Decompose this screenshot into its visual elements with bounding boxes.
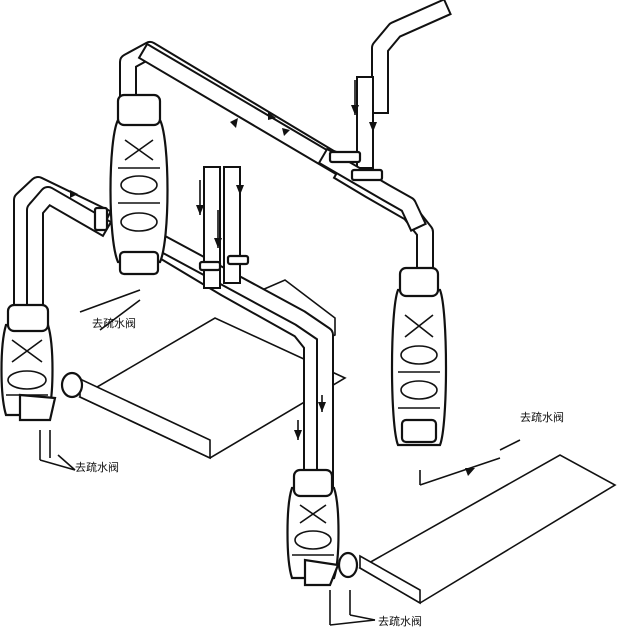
- pipe-flanges: [93, 150, 384, 272]
- drain-valve-label-1: 去疏水阀: [92, 317, 136, 330]
- drain-valve-label-2: 去疏水阀: [75, 461, 119, 474]
- column-left-top: [109, 93, 169, 276]
- flow-lines: [70, 80, 501, 486]
- drain-valve-label-3: 去疏水阀: [520, 411, 564, 424]
- column-center-bottom: [286, 468, 359, 587]
- drain-valve-label-4: 去疏水阀: [378, 615, 422, 628]
- platform-left: [78, 317, 347, 460]
- platform-right: [358, 454, 617, 605]
- drain-lines: [39, 289, 521, 626]
- column-right: [390, 266, 448, 447]
- column-left-outer: [0, 303, 84, 422]
